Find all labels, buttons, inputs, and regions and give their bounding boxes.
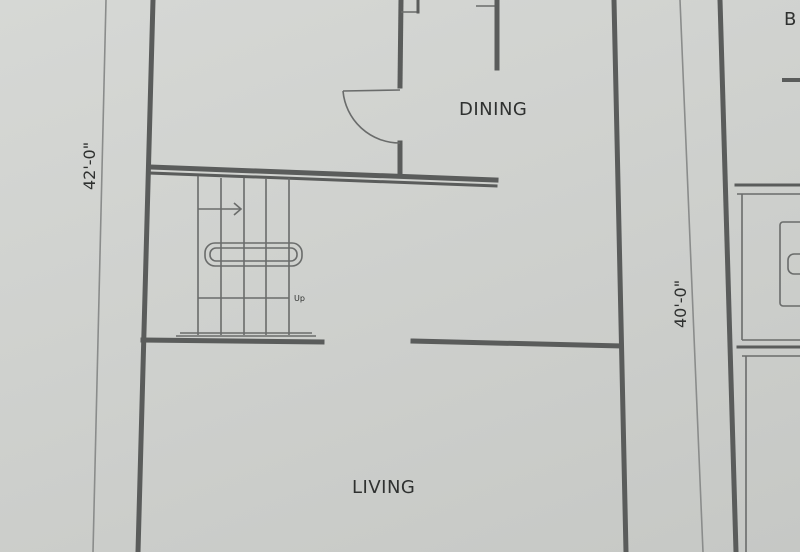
- exterior-wall-left: [135, 0, 156, 552]
- wall-living-left-segment: [140, 337, 325, 345]
- fixture-outline: [779, 221, 800, 307]
- stair-handrail-loop: [204, 242, 303, 267]
- exterior-wall-right: [611, 0, 629, 552]
- wall-dining-bottom: [147, 164, 499, 183]
- staircase: [176, 176, 316, 337]
- dimension-label-right: 40'-0": [671, 280, 690, 328]
- adjacent-wall: [717, 0, 739, 552]
- door-leaf: [342, 89, 401, 92]
- wall-living-right-segment: [410, 338, 623, 349]
- wall-dining-left-upper: [397, 0, 404, 89]
- room-label-living: LIVING: [352, 477, 415, 498]
- dimension-line-left: [92, 0, 107, 552]
- wall-dining-bottom-inner: [148, 171, 498, 188]
- door-swing-arc: [342, 90, 401, 144]
- stair-arrow-icon: [233, 202, 243, 216]
- dimension-label-left: 42'-0": [80, 142, 99, 190]
- stair-up-label: Up: [294, 294, 305, 303]
- room-label-partial: B: [784, 9, 797, 30]
- room-label-dining: DINING: [459, 99, 527, 120]
- dimension-line-right: [679, 0, 704, 552]
